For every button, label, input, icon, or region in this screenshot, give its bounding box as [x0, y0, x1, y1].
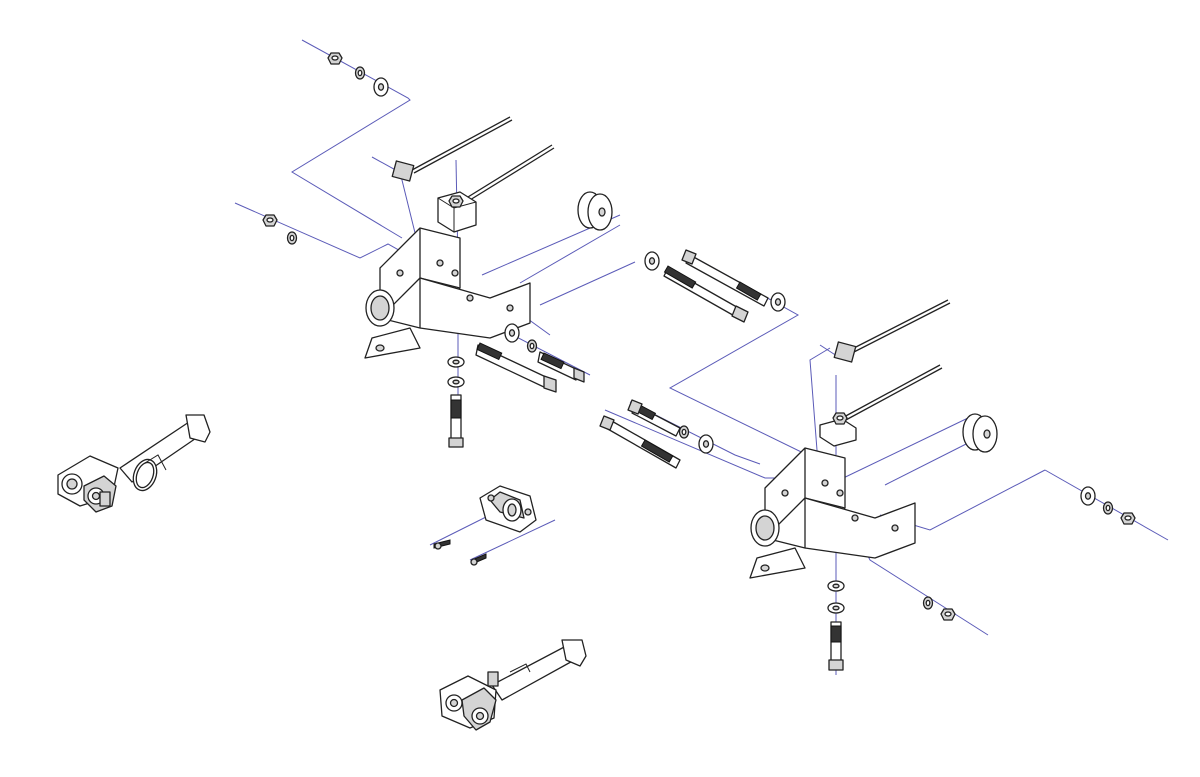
hex-nut-icon	[262, 214, 278, 227]
bolts-upper	[447, 323, 585, 448]
pipe-clamp	[433, 485, 537, 566]
flat-washer-icon	[504, 323, 520, 343]
rubber-pad-lower	[962, 413, 998, 453]
assembly-lines	[234, 39, 1169, 675]
cable-rods-lower	[819, 299, 951, 447]
rod-clip-icon	[391, 160, 415, 182]
lock-washer-icon	[1102, 501, 1114, 515]
lock-washer-icon	[286, 231, 298, 245]
hex-nut-icon	[1120, 512, 1136, 525]
flat-washer-icon	[1080, 486, 1096, 506]
flat-washer-icon	[447, 356, 465, 368]
right-fastener-stack	[1080, 486, 1136, 525]
lock-washer-icon	[526, 339, 538, 353]
lower-fastener-pair	[922, 596, 956, 621]
flat-washer-icon	[447, 376, 465, 388]
bracket-upper-left	[364, 227, 531, 359]
rubber-pad-upper	[577, 191, 613, 231]
vertical-bolt-lower	[827, 580, 845, 671]
bracket-lower-right	[749, 447, 916, 579]
top-fastener-stack	[327, 52, 389, 97]
cable-rods-upper	[391, 116, 555, 233]
hitch-pin-bottom	[439, 639, 587, 731]
hex-nut-icon	[327, 52, 343, 65]
left-fastener-pair	[262, 214, 298, 245]
rod-block-icon	[437, 191, 477, 233]
long-bolts-middle	[644, 249, 786, 323]
hitch-pin-left	[57, 414, 211, 513]
flat-washer-icon	[373, 77, 389, 97]
bolts-lower	[599, 399, 714, 469]
lock-washer-icon	[354, 66, 366, 80]
